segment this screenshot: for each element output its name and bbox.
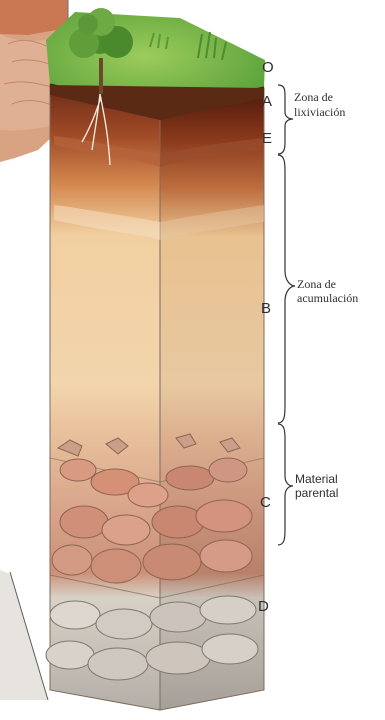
zone-label-acumulacion-line2: acumulación bbox=[297, 291, 358, 305]
horizon-label-o: O bbox=[262, 59, 274, 76]
zone-label-material-parental-line2: parental bbox=[295, 486, 338, 500]
zone-bracket-acumulacion bbox=[278, 155, 295, 423]
zone-bracket-lixiviacion bbox=[278, 85, 293, 154]
horizon-label-c: C bbox=[260, 494, 271, 511]
horizon-label-b: B bbox=[261, 300, 271, 317]
horizon-label-d: D bbox=[258, 598, 269, 615]
zone-bracket-material-parental bbox=[278, 424, 293, 545]
zone-label-material-parental-line1: Material bbox=[295, 472, 338, 486]
background-soil-bottom bbox=[0, 570, 48, 700]
zone-label-acumulacion-line1: Zona de bbox=[297, 277, 336, 291]
horizon-label-e: E bbox=[262, 130, 272, 147]
horizon-label-a: A bbox=[262, 93, 272, 110]
zone-label-lixiviacion-line1: Zona de bbox=[294, 90, 333, 104]
zone-label-lixiviacion-line2: lixiviación bbox=[294, 105, 345, 119]
